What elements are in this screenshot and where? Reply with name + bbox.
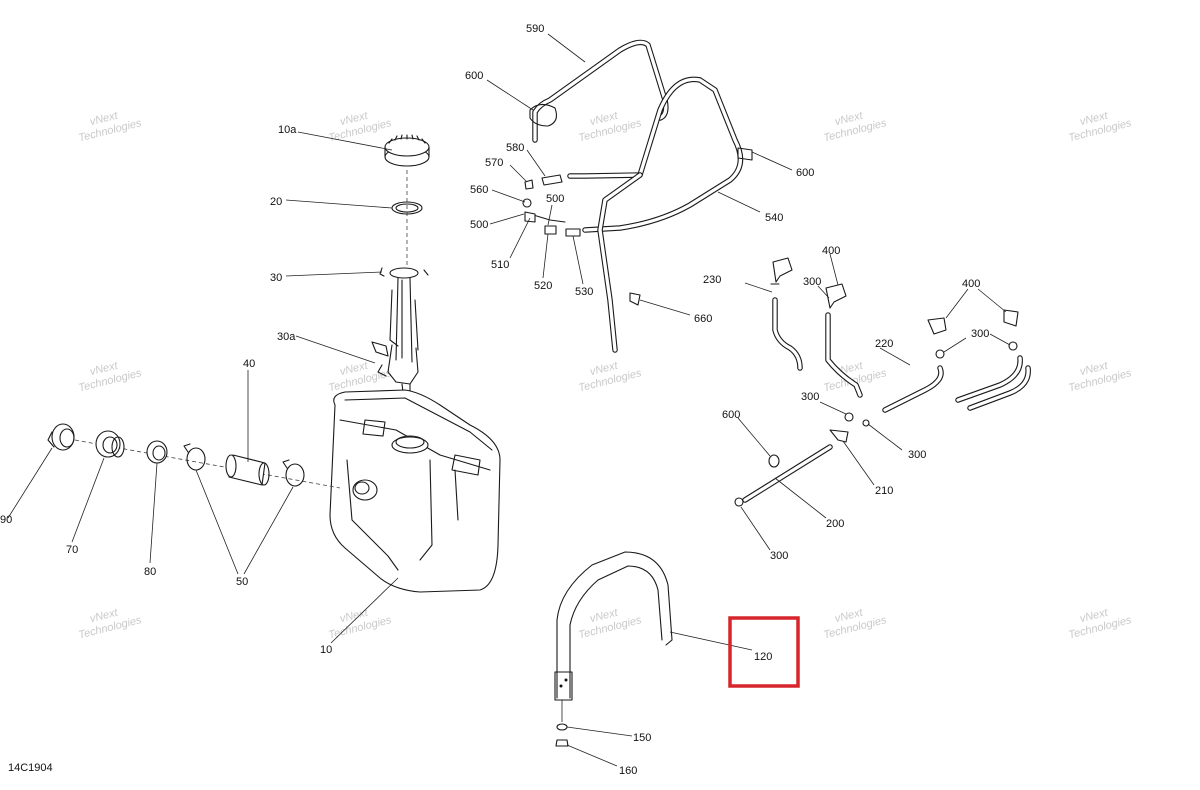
callout-300: 300 [908,449,926,461]
clip-600-right [737,147,753,161]
highlight-box [728,616,800,688]
callout-580: 580 [506,142,524,154]
callout-600: 600 [796,167,814,179]
callout-50: 50 [236,576,248,588]
callout-520: 520 [534,280,552,292]
callout-590: 590 [526,23,544,35]
callout-500: 500 [470,219,488,231]
callout-570: 570 [485,157,503,169]
filler-hose-part [225,454,270,486]
callout-560: 560 [470,184,488,196]
clamp-part-left [183,443,206,471]
callout-300: 300 [971,328,989,340]
callout-160: 160 [619,765,637,777]
nut-160 [555,739,569,747]
callout-300: 300 [770,550,788,562]
vent-hose-long [597,172,643,353]
hose-right [955,355,1031,411]
callout-30: 30 [270,272,282,284]
callout-200: 200 [826,518,844,530]
callout-220: 220 [875,338,893,350]
t-fitting-210 [829,429,849,443]
hose-220 [882,365,944,413]
callout-530: 530 [575,286,593,298]
elbow-fitting-400d [1003,309,1019,327]
vent-valve-part [47,423,75,451]
callout-500: 500 [546,193,564,205]
hose-middle [825,312,863,398]
filler-cap-part [384,134,430,167]
callout-660: 660 [694,313,712,325]
callout-400: 400 [822,245,840,257]
callout-120: 120 [754,651,772,663]
callout-10: 10 [320,644,332,656]
diagram-code: 14C1904 [8,762,53,774]
clip-660 [629,292,641,306]
clamp-part-right [282,459,305,487]
callout-90: 90 [0,514,12,526]
hose-230 [772,297,803,371]
elbow-fitting-400c [927,317,947,335]
vent-hose-540 [567,76,744,233]
callout-300: 300 [803,276,821,288]
fitting-part [146,440,168,464]
callout-150: 150 [633,732,651,744]
clip-600-lower [768,454,780,468]
callout-70: 70 [66,544,78,556]
callout-600: 600 [722,409,740,421]
callout-labels: 590 600 580 570 560 500 500 510 520 530 … [0,23,989,777]
hose-200 [742,444,833,503]
vent-hose-590 [532,39,669,143]
callout-230: 230 [703,274,721,286]
fuel-tank-part [329,389,501,593]
callout-210: 210 [875,485,893,497]
clip-600-upper [529,103,557,127]
callout-300: 300 [801,391,819,403]
callout-80: 80 [144,566,156,578]
callout-510: 510 [491,259,509,271]
callout-40: 40 [243,358,255,370]
tank-strap-part [554,551,673,722]
elbow-fitting-400a [772,257,793,283]
callout-400: 400 [962,278,980,290]
elbow-fitting-400b [825,283,847,309]
leader-lines [7,33,1011,767]
clamps-300 [734,283,1018,507]
callout-600: 600 [465,70,483,82]
callout-30a: 30a [277,331,296,343]
callout-540: 540 [765,212,783,224]
callout-10a: 10a [278,124,297,136]
check-valve-parts [522,174,581,237]
callout-20: 20 [270,196,282,208]
washer-150 [556,723,568,731]
grommet-part [95,430,125,458]
